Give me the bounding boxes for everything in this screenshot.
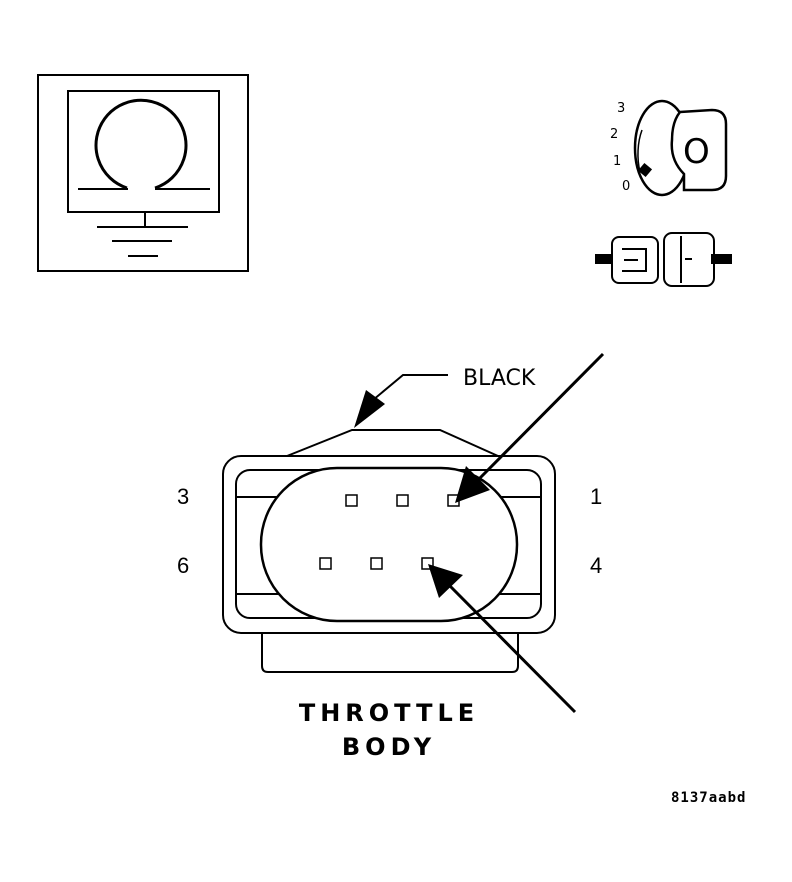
color-callout-label: BLACK xyxy=(463,366,536,391)
key-position-0: 0 xyxy=(622,179,630,194)
key-letter: O xyxy=(683,132,710,172)
ignition-key-icon: 3 2 1 0 O xyxy=(610,99,728,197)
probe-arrow-pin-4 xyxy=(428,564,577,714)
throttle-body-connector xyxy=(222,429,556,673)
pin-cavities xyxy=(319,494,460,570)
callout-arrowhead xyxy=(354,390,385,428)
key-position-3: 3 xyxy=(617,101,625,116)
pin-label-1: 1 xyxy=(590,484,602,509)
pin-cavity-3 xyxy=(345,494,358,507)
ohmmeter-icon xyxy=(37,74,249,272)
color-callout: BLACK xyxy=(354,366,536,428)
pin-label-4: 4 xyxy=(590,553,602,578)
connector-name-line2: BODY xyxy=(342,733,436,761)
pin-cavity-5 xyxy=(370,557,383,570)
figure-id: 8137aabd xyxy=(671,790,746,806)
key-position-2: 2 xyxy=(610,127,618,142)
probe-arrow-pin-1 xyxy=(455,352,605,503)
connector-name-line1: THROTTLE xyxy=(299,699,479,727)
key-position-1: 1 xyxy=(613,154,621,169)
pin-cavity-6 xyxy=(319,557,332,570)
pin-cavity-2 xyxy=(396,494,409,507)
disconnected-connector-icon xyxy=(595,232,732,287)
pin-label-6: 6 xyxy=(177,553,189,578)
pin-label-3: 3 xyxy=(177,484,189,509)
pin-cavity-4 xyxy=(421,557,434,570)
